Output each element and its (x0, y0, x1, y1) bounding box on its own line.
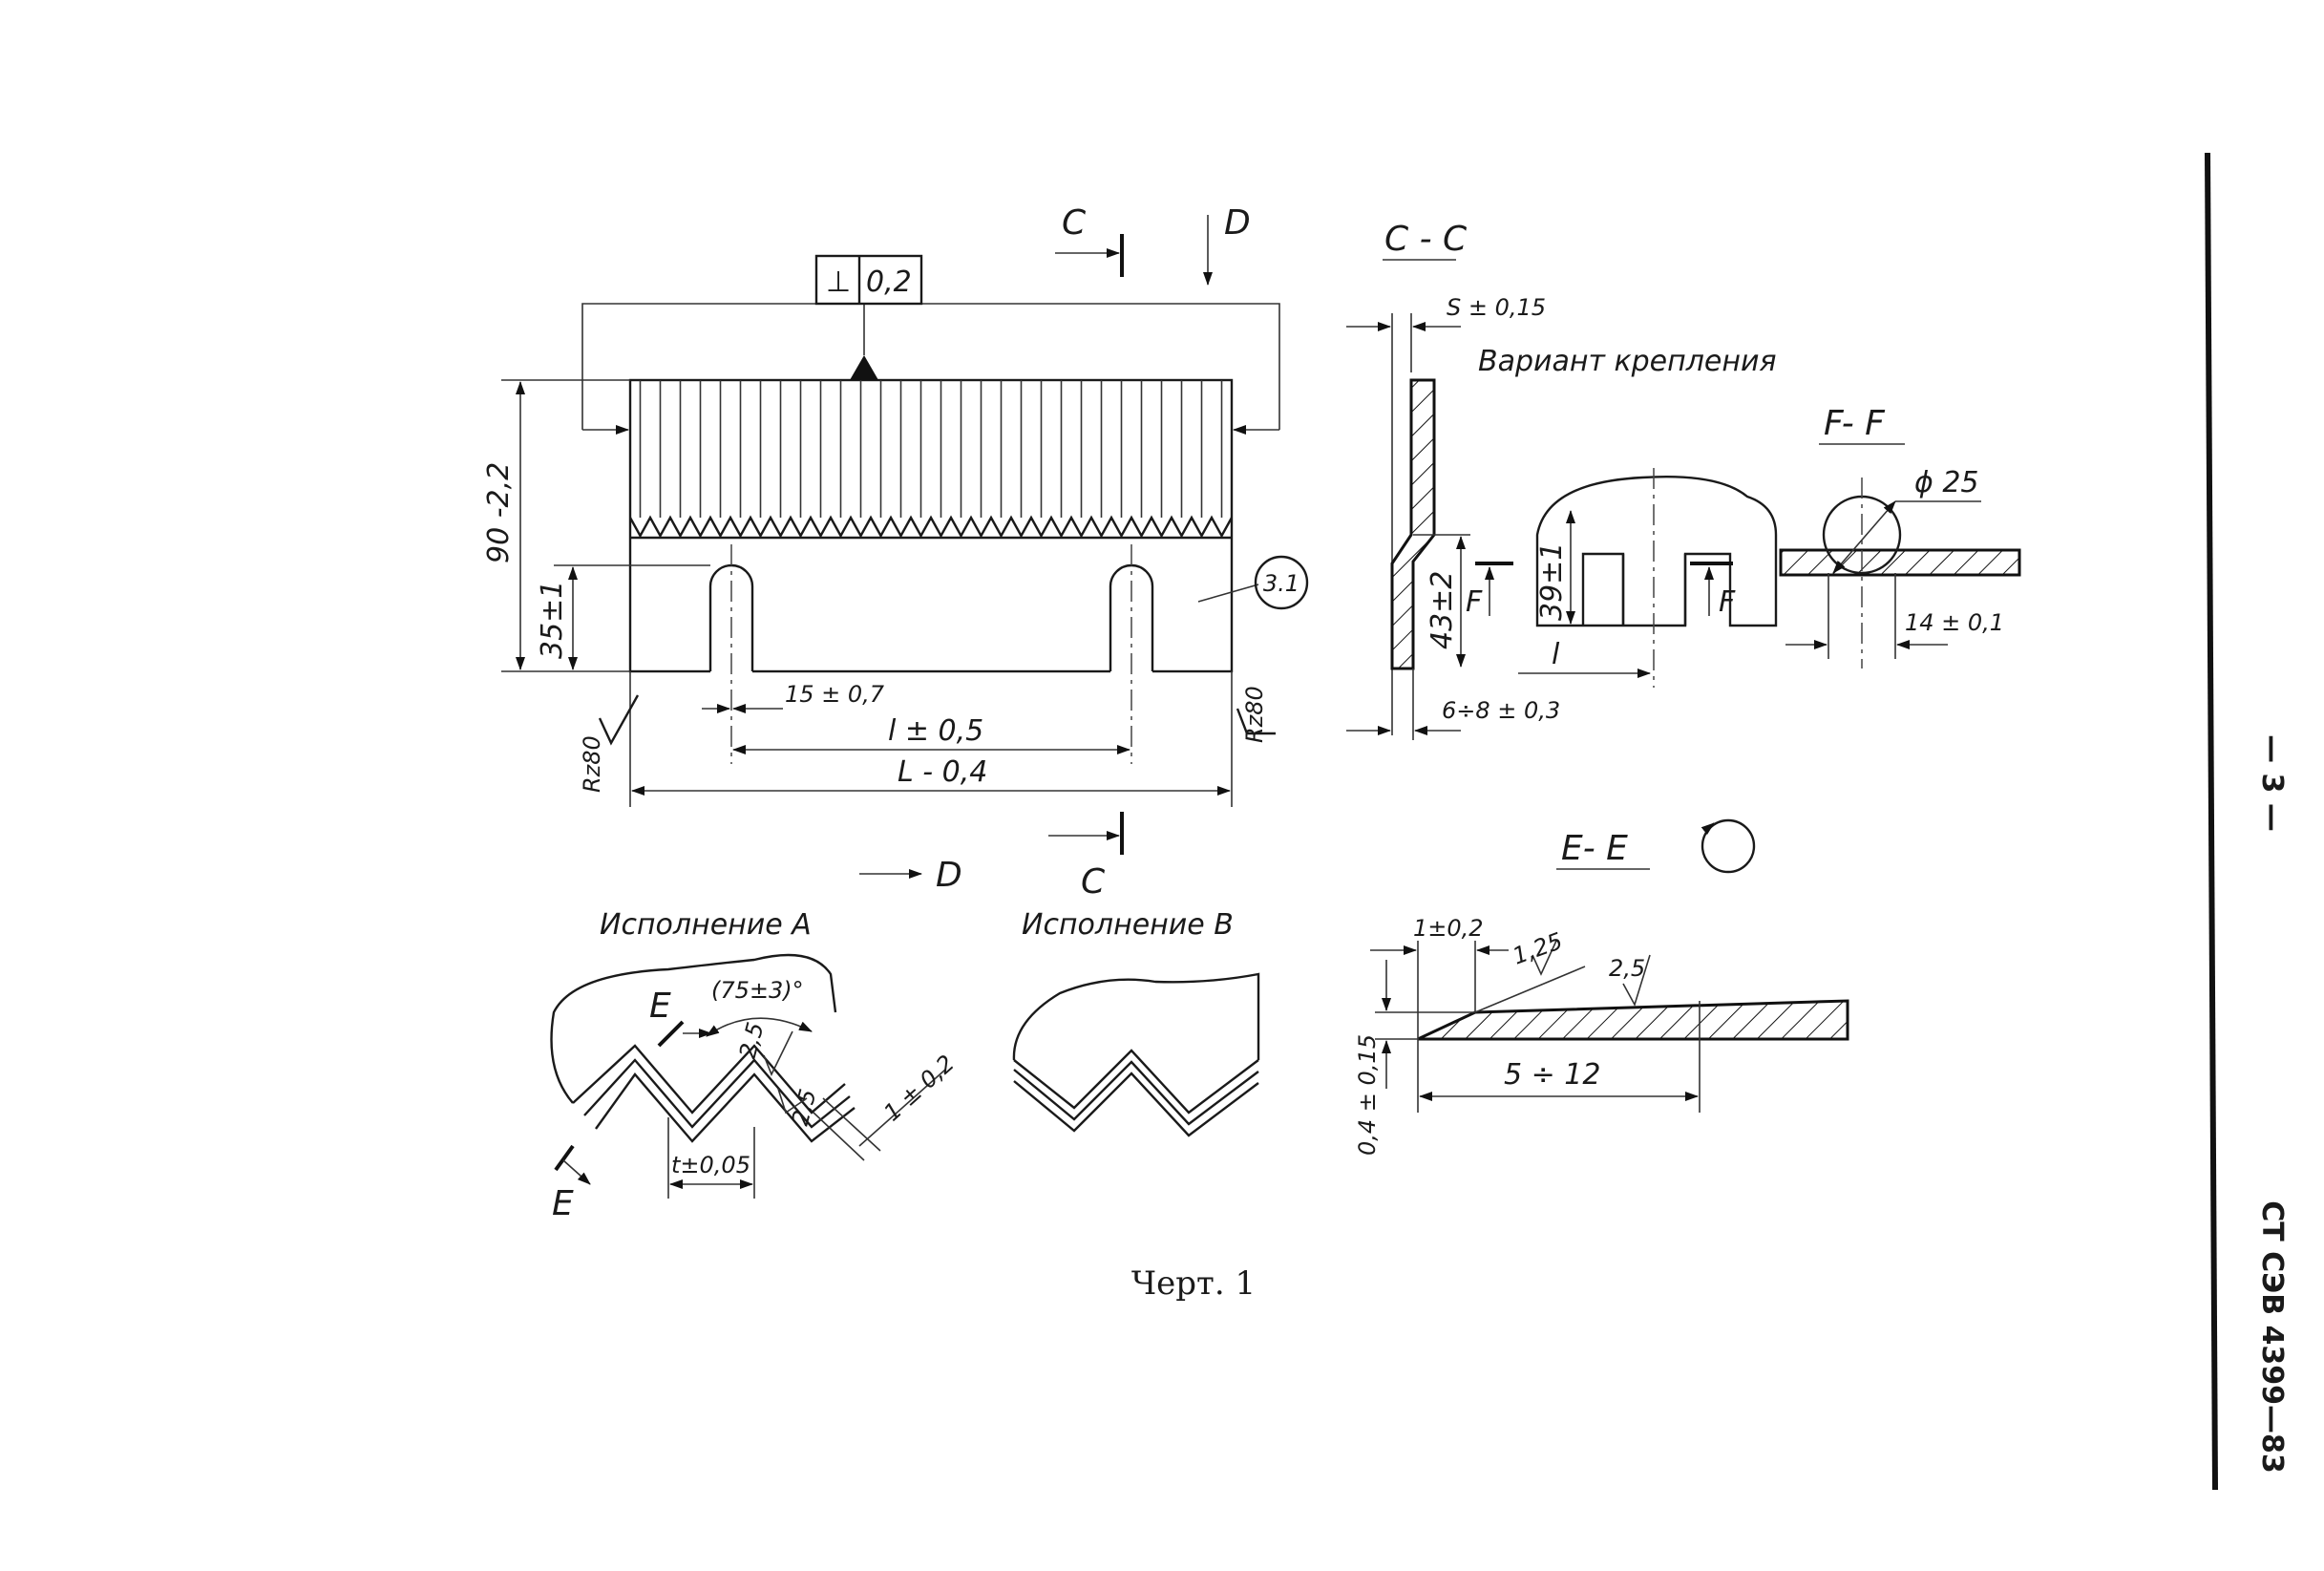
section-e-bottom-stroke (554, 1144, 575, 1172)
tolerance-frame (814, 254, 923, 306)
roughness-right-icon (1236, 708, 1276, 735)
slot-offset-dim: 15 ± 0,7 (785, 681, 885, 708)
length-ee-dim: 5 ÷ 12 (1504, 1058, 1600, 1092)
execution-b-title: Исполнение В (1022, 908, 1234, 942)
execution-b-teeth (1013, 1049, 1259, 1137)
mount-pitch-label: l (1552, 638, 1560, 671)
margin-rule (2205, 152, 2218, 1491)
execution-a-title: Исполнение А (600, 908, 812, 942)
execution-a-break (550, 953, 837, 1104)
section-cc-title: C - C (1384, 220, 1468, 259)
section-ee-title: E- E (1561, 829, 1628, 868)
offset-dim: 6÷8 ± 0,3 (1442, 697, 1560, 724)
diameter-dim: ϕ 25 (1914, 466, 1979, 499)
thickness-ee-dim: 0,4 ± 0,15 (1354, 1034, 1381, 1156)
datum-triangle (850, 355, 878, 380)
main-view: ⊥ 0,2 C D 90 -2,2 35±1 15 ± 0,7 l ± 0,5 … (482, 203, 1309, 902)
callout-label: 3.1 (1263, 570, 1299, 597)
height-dim: 90 -2,2 (482, 462, 516, 563)
roughness-a-2-icon (777, 1088, 808, 1115)
roughness-ee-1-leader (1474, 966, 1586, 1013)
width-14-dim: 14 ± 0,1 (1905, 609, 2004, 636)
roughness-right: Rz80 (1241, 686, 1268, 743)
thickness-dim: S ± 0,15 (1447, 294, 1546, 321)
section-ee: E- E 0,4 ± 0,15 1±0,2 1,25 2,5 5 ÷ 12 (1354, 818, 1849, 1156)
tolerance-value: 0,2 (866, 265, 912, 299)
callout-leader (1197, 584, 1259, 603)
edge-a-ext-1 (813, 1112, 865, 1161)
roughness-left-icon (598, 694, 640, 746)
figure-caption: Черт. 1 (1131, 1264, 1256, 1303)
execution-b: Исполнение В (1012, 908, 1260, 1137)
page-number: — 3 — (2255, 734, 2289, 832)
height-43-dim: 43±2 (1426, 571, 1459, 649)
rotation-arrow (1701, 822, 1715, 836)
section-d-top-label: D (1224, 203, 1251, 243)
section-ff: F- F ϕ 25 14 ± 0,1 (1779, 404, 2021, 669)
edge-a-leader (858, 1069, 946, 1147)
section-e-top-stroke (657, 1020, 685, 1048)
roughness-ee-2-icon (1622, 954, 1651, 1008)
sheet-margin: — 3 — СТ СЭВ 4399—83 (2205, 152, 2289, 1491)
section-e-top-label: E (649, 987, 671, 1026)
roughness-a-1-icon (763, 1030, 793, 1076)
angle-dim: (75±3)° (711, 977, 804, 1004)
section-e-bottom-arrow (562, 1159, 591, 1185)
section-f-label-left: F (1466, 585, 1483, 619)
section-d-bottom-label: D (936, 856, 962, 895)
roughness-ee-2: 2,5 (1609, 955, 1645, 982)
edge-a-dim: 1 ± 0,2 (878, 1050, 960, 1126)
roughness-ee-1-icon (1532, 940, 1557, 976)
tolerance-symbol: ⊥ (826, 265, 851, 299)
roughness-a-1: 2,5 (734, 1019, 770, 1061)
mount-variant: Вариант крепления 39±1 l F (1478, 345, 1778, 688)
section-e-bottom-label: E (552, 1184, 574, 1223)
rotation-icon (1701, 818, 1756, 874)
angle-arc (706, 1017, 813, 1037)
section-cc: C - C S ± 0,15 43±2 F 6÷8 ± 0,3 (1346, 220, 1560, 740)
section-ee-profile (1417, 999, 1849, 1041)
section-c-top-label: C (1062, 203, 1087, 243)
mount-variant-title: Вариант крепления (1478, 345, 1777, 378)
roughness-ee-1: 1,25 (1509, 927, 1566, 970)
teeth-edge (628, 515, 1234, 539)
tolerance-leader (581, 303, 1280, 430)
section-ff-title: F- F (1824, 404, 1886, 443)
roughness-left: Rz80 (579, 735, 605, 793)
callout-circle (1254, 555, 1309, 610)
slot-height-dim: 35±1 (536, 581, 569, 659)
standard-code: СТ СЭВ 4399—83 (2255, 1200, 2289, 1474)
execution-b-break (1012, 972, 1260, 1061)
section-ff-plate (1779, 548, 2021, 577)
diameter-leader (1832, 500, 1896, 574)
teeth-zone (639, 380, 1223, 518)
slot-39-dim: 39±1 (1535, 542, 1569, 621)
mount-variant-outline (1535, 475, 1778, 627)
execution-a-teeth (572, 1044, 856, 1143)
length-dim: L - 0,4 (898, 755, 987, 789)
execution-a: Исполнение А E (75±3)° 2,5 2,5 1 ± 0,2 t… (550, 908, 960, 1223)
edge-a-ext-2 (822, 1097, 881, 1152)
section-c-bottom-label: C (1081, 862, 1106, 902)
pitch-dim: l ± 0,5 (888, 714, 983, 748)
pitch-a-dim: t±0,05 (671, 1152, 750, 1178)
blade-outline (628, 378, 1234, 673)
mount-slot (1621, 554, 1687, 626)
section-f-label-right: F (1719, 585, 1736, 619)
edge-ee-dim: 1±0,2 (1413, 915, 1484, 942)
